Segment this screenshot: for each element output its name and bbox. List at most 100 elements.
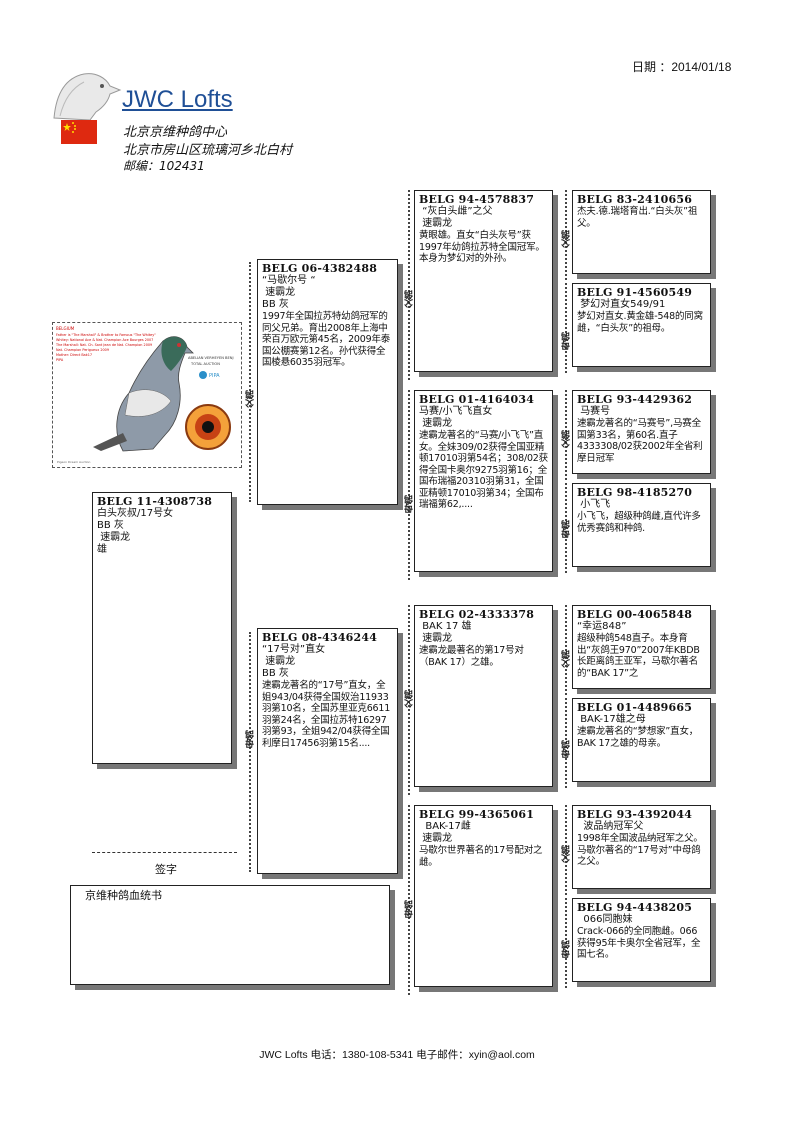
certificate-title: 京维种鸽血统书 [85, 889, 162, 902]
pedigree-card-ffm[interactable]: BELG 91-4560549 梦幻对直女549/91 梦幻对直女.黄金雄-54… [572, 283, 711, 367]
ring-number: BELG 01-4164034 [419, 393, 535, 406]
bird-name: 马赛号 [577, 406, 611, 417]
bird-breed: 速霸龙 [419, 418, 453, 429]
connector-line [408, 190, 410, 380]
pipa-label: PIPA [209, 373, 220, 379]
bird-breed: 速霸龙 [97, 532, 131, 543]
signature-label: 签字 [155, 863, 177, 876]
photo-caption-0: BELGIUM [56, 326, 75, 331]
photo-caption-1: Father is "The Marshall" & Brother to Fa… [56, 333, 156, 337]
ring-number: BELG 93-4392044 [577, 808, 693, 821]
ring-number: BELG 06-4382488 [262, 262, 378, 275]
bird-name: “灰白头雌”之父 [419, 206, 493, 217]
certificate-box[interactable]: 京维种鸽血统书 [70, 885, 390, 985]
ring-number: BELG 94-4578837 [419, 193, 535, 206]
ring-number: BELG 98-4185270 [577, 486, 693, 499]
ring-number: BELG 83-2410656 [577, 193, 693, 206]
photo-caption-3: The Marshall: Nat. Ch. Sant Jean de Nat.… [55, 343, 152, 347]
bird-description: 小飞飞，超级种鸽雌,直代许多优秀赛鸽和种鸽. [577, 511, 701, 534]
pedigree-card-mmm[interactable]: BELG 94-4438205 066同胞妹 Crack-066的全同胞雌。06… [572, 898, 711, 982]
bird-name: 小飞飞 [577, 499, 611, 510]
photo-caption-5: Mother: Direct Bak17 [56, 353, 92, 357]
bird-description: 马歇尔世界著名的17号配对之雌。 [419, 845, 543, 868]
bird-name: “马歇尔号 “ [262, 275, 316, 286]
bird-description: 速霸龙著名的“马赛号”,马赛全国第33名，第60名.直子4333308/02获2… [577, 418, 703, 464]
bird-color: BB 灰 [262, 299, 289, 310]
bird-breed: 速霸龙 [419, 218, 453, 229]
ring-number: BELG 11-4308738 [97, 495, 213, 508]
ring-number: BELG 01-4489665 [577, 701, 693, 714]
connector-line [408, 805, 410, 995]
connector-line [565, 283, 567, 373]
signature-line [92, 852, 237, 853]
date-label: 日期 ：2014/01/18 [632, 60, 732, 74]
postcode: 邮编：102431 [123, 159, 205, 173]
brand-title[interactable]: JWC Lofts [122, 86, 233, 113]
connector-line [249, 632, 251, 872]
ring-number: BELG 02-4333378 [419, 608, 535, 621]
connector-line [565, 898, 567, 988]
address-line-2: 北京市房山区琉璃河乡北白村 [123, 143, 293, 158]
bird-sex: 雄 [97, 544, 107, 555]
pedigree-card-mother[interactable]: BELG 08-4346244 “17号对”直女 速霸龙 BB 灰 速霸龙著名的… [257, 628, 398, 874]
bird-name: 梦幻对直女549/91 [577, 299, 666, 310]
bird-name: 马赛/小飞飞直女 [419, 406, 493, 417]
bird-color: BB 灰 [97, 520, 124, 531]
bird-description: 速霸龙著名的“马赛/小飞飞”直女。全妹309/02获得全国亚精顿17010羽第5… [419, 430, 548, 510]
connector-line [408, 605, 410, 795]
pigeon-photo: BELGIUM Father is "The Marshall" & Broth… [52, 322, 242, 468]
ring-number: BELG 08-4346244 [262, 631, 378, 644]
bird-breed: 速霸龙 [419, 833, 453, 844]
bird-name: BAK-17雄之母 [577, 714, 646, 725]
pigeon-photo-art: BELGIUM Father is "The Marshall" & Broth… [55, 326, 234, 464]
bird-name: BAK-17雌 [419, 821, 471, 832]
connector-line [565, 605, 567, 695]
bird-description: 速霸龙著名的“17号”直女，全姐943/04获得全国奴治11933羽第10名，全… [262, 680, 391, 749]
pedigree-card-fmm[interactable]: BELG 98-4185270 小飞飞 小飞飞，超级种鸽雌,直代许多优秀赛鸽和种… [572, 483, 711, 567]
photo-caption-2: Whitey: National Ace & Nat. Champion Ace… [56, 338, 153, 342]
address-line-1: 北京京维种鸽中心 [123, 125, 228, 140]
pedigree-card-fmf[interactable]: BELG 93-4429362 马赛号 速霸龙著名的“马赛号”,马赛全国第33名… [572, 390, 711, 474]
bird-breed: 速霸龙 [262, 656, 296, 667]
photo-caption-4: Nat. Champion Perigueux 2009 [56, 348, 109, 352]
bird-name: 波品纳冠军父 [577, 821, 644, 832]
bird-description: 超级种鸽548直子。本身育出“灰鸽王970”2007年KBDB长距离鸽王亚军，马… [577, 633, 700, 679]
ring-number: BELG 99-4365061 [419, 808, 535, 821]
pedigree-card-mff[interactable]: BELG 00-4065848 “幸运848” 超级种鸽548直子。本身育出“灰… [572, 605, 711, 689]
pedigree-card-fm[interactable]: BELG 01-4164034 马赛/小飞飞直女 速霸龙 速霸龙著名的“马赛/小… [414, 390, 553, 572]
bird-description: 黄眼雄。直女“白头灰号”获1997年幼鸽拉苏特全国冠军。本身为梦幻对的外孙。 [419, 230, 545, 264]
pedigree-card-mmf[interactable]: BELG 93-4392044 波品纳冠军父 1998年全国波品纳冠军之父。马歇… [572, 805, 711, 889]
photo-footer-text: Pigeon Dream Auction [57, 460, 91, 464]
connector-line [565, 190, 567, 280]
pedigree-card-fff[interactable]: BELG 83-2410656 杰夫.德.瑞塔育出.“白头灰”祖父。 [572, 190, 711, 274]
pedigree-card-subject[interactable]: BELG 11-4308738 白头灰叔/17号女 BB 灰 速霸龙 雄 [92, 492, 232, 764]
pedigree-card-mm[interactable]: BELG 99-4365061 BAK-17雌 速霸龙 马歇尔世界著名的17号配… [414, 805, 553, 987]
bird-name: “幸运848” [577, 621, 627, 632]
bird-description: 1997年全国拉苏特幼鸽冠军的同父兄弟。育出2008年上海中荣百万欧元第45名，… [262, 311, 391, 368]
pedigree-card-mf[interactable]: BELG 02-4333378 BAK 17 雄 速霸龙 速霸龙最著名的第17号… [414, 605, 553, 787]
bird-name: 白头灰叔/17号女 [97, 508, 174, 519]
ring-number: BELG 94-4438205 [577, 901, 693, 914]
pigeon-head-icon [53, 73, 122, 120]
connector-line [408, 390, 410, 580]
connector-line [565, 698, 567, 788]
bird-description: Crack-066的全同胞雌。066获得95年卡奥尔全省冠军，全国七名。 [577, 926, 701, 960]
bird-name: “17号对”直女 [262, 644, 326, 655]
pedigree-card-ff[interactable]: BELG 94-4578837 “灰白头雌”之父 速霸龙 黄眼雄。直女“白头灰号… [414, 190, 553, 372]
mother-label: 母鸽 [246, 730, 256, 748]
ring-number: BELG 93-4429362 [577, 393, 693, 406]
ring-number: BELG 00-4065848 [577, 608, 693, 621]
connector-line [565, 805, 567, 895]
connector-line [249, 262, 251, 502]
pipa-logo-icon [199, 371, 207, 379]
ring-number: BELG 91-4560549 [577, 286, 693, 299]
footer-contact: JWC Lofts 电话：1380-108-5341 电子邮件：xyin@aol… [259, 1049, 535, 1061]
china-flag-icon [61, 120, 97, 144]
auction-subtitle: TOTAL AUCTION [190, 362, 220, 366]
bird-color: BB 灰 [262, 668, 289, 679]
pedigree-card-mfm[interactable]: BELG 01-4489665 BAK-17雄之母 速霸龙著名的“梦想家”直女，… [572, 698, 711, 782]
bird-name: BAK 17 雄 [419, 621, 472, 632]
bird-description: 杰夫.德.瑞塔育出.“白头灰”祖父。 [577, 206, 698, 229]
bird-name: 066同胞妹 [577, 914, 633, 925]
pedigree-card-father[interactable]: BELG 06-4382488 “马歇尔号 “ 速霸龙 BB 灰 1997年全国… [257, 259, 398, 505]
